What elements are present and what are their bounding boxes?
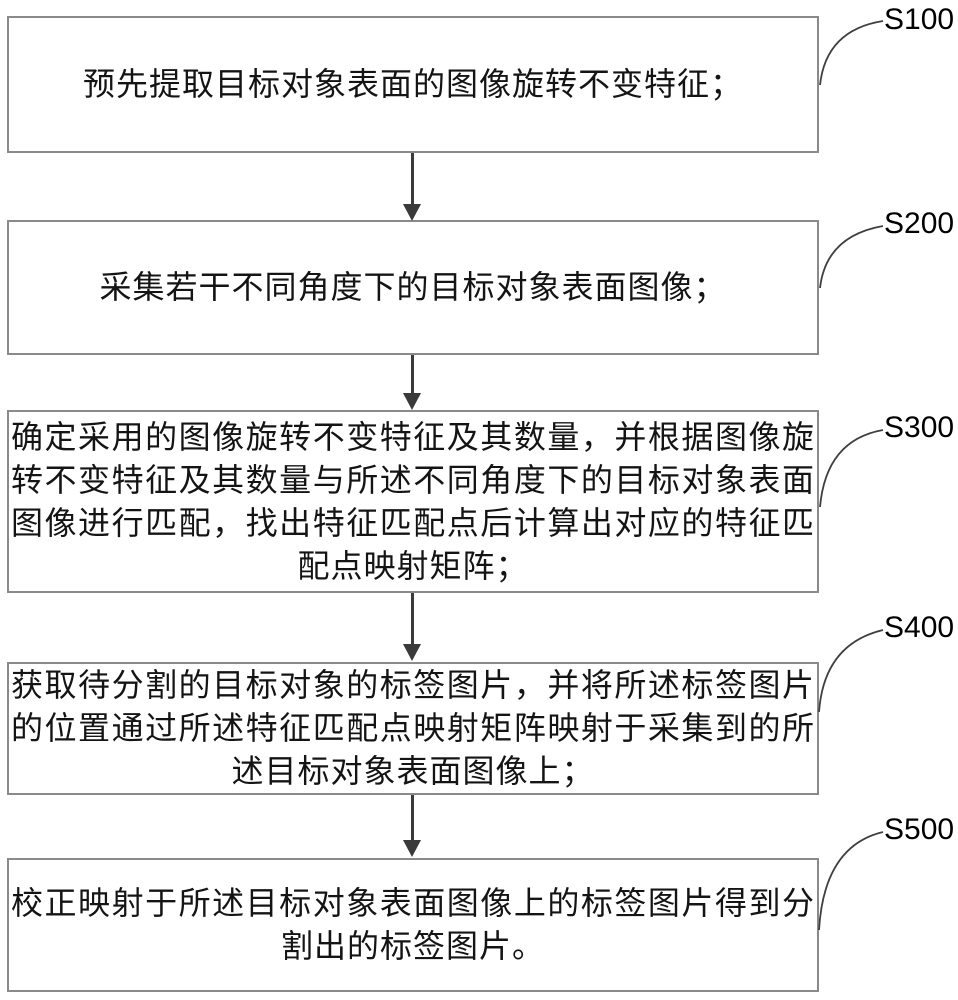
step-text-s500: 校正映射于所述目标对象表面图像上的标签图片得到分割出的标签图片。 bbox=[11, 884, 815, 965]
leader-line-s500 bbox=[818, 831, 884, 931]
step-box-s100: 预先提取目标对象表面的图像旋转不变特征； bbox=[7, 16, 819, 153]
arrow-head bbox=[403, 393, 421, 410]
step-label-s500: S500 bbox=[884, 813, 955, 846]
step-box-s400: 获取待分割的目标对象的标签图片，并将所述标签图片的位置通过所述特征匹配点映射矩阵… bbox=[7, 662, 819, 795]
down-arrow-icon bbox=[403, 355, 422, 410]
step-label-s300: S300 bbox=[884, 411, 955, 444]
step-label-s200: S200 bbox=[884, 207, 955, 240]
step-box-s200: 采集若干不同角度下的目标对象表面图像； bbox=[7, 220, 819, 355]
leader-line-s300 bbox=[819, 429, 884, 508]
leader-line-s400 bbox=[818, 629, 884, 713]
arrow-shaft bbox=[411, 795, 414, 842]
down-arrow-icon bbox=[403, 153, 422, 221]
arrow-shaft bbox=[411, 153, 414, 206]
arrow-head bbox=[403, 644, 421, 661]
arrow-shaft bbox=[411, 593, 414, 646]
leader-line-s100 bbox=[819, 20, 884, 86]
step-text-s200: 采集若干不同角度下的目标对象表面图像； bbox=[99, 268, 727, 306]
arrow-head bbox=[403, 204, 421, 221]
down-arrow-icon bbox=[403, 593, 422, 661]
step-label-s100: S100 bbox=[884, 3, 955, 36]
arrow-shaft bbox=[411, 355, 414, 395]
step-text-s300: 确定采用的图像旋转不变特征及其数量，并根据图像旋转不变特征及其数量与所述不同角度… bbox=[11, 417, 815, 585]
arrow-head bbox=[403, 840, 421, 857]
step-text-s100: 预先提取目标对象表面的图像旋转不变特征； bbox=[82, 65, 743, 103]
step-label-s400: S400 bbox=[884, 611, 955, 644]
leader-line-s200 bbox=[819, 225, 884, 289]
down-arrow-icon bbox=[403, 795, 422, 857]
step-box-s300: 确定采用的图像旋转不变特征及其数量，并根据图像旋转不变特征及其数量与所述不同角度… bbox=[7, 410, 819, 593]
step-text-s400: 获取待分割的目标对象的标签图片，并将所述标签图片的位置通过所述特征匹配点映射矩阵… bbox=[11, 666, 815, 790]
step-box-s500: 校正映射于所述目标对象表面图像上的标签图片得到分割出的标签图片。 bbox=[7, 858, 819, 992]
